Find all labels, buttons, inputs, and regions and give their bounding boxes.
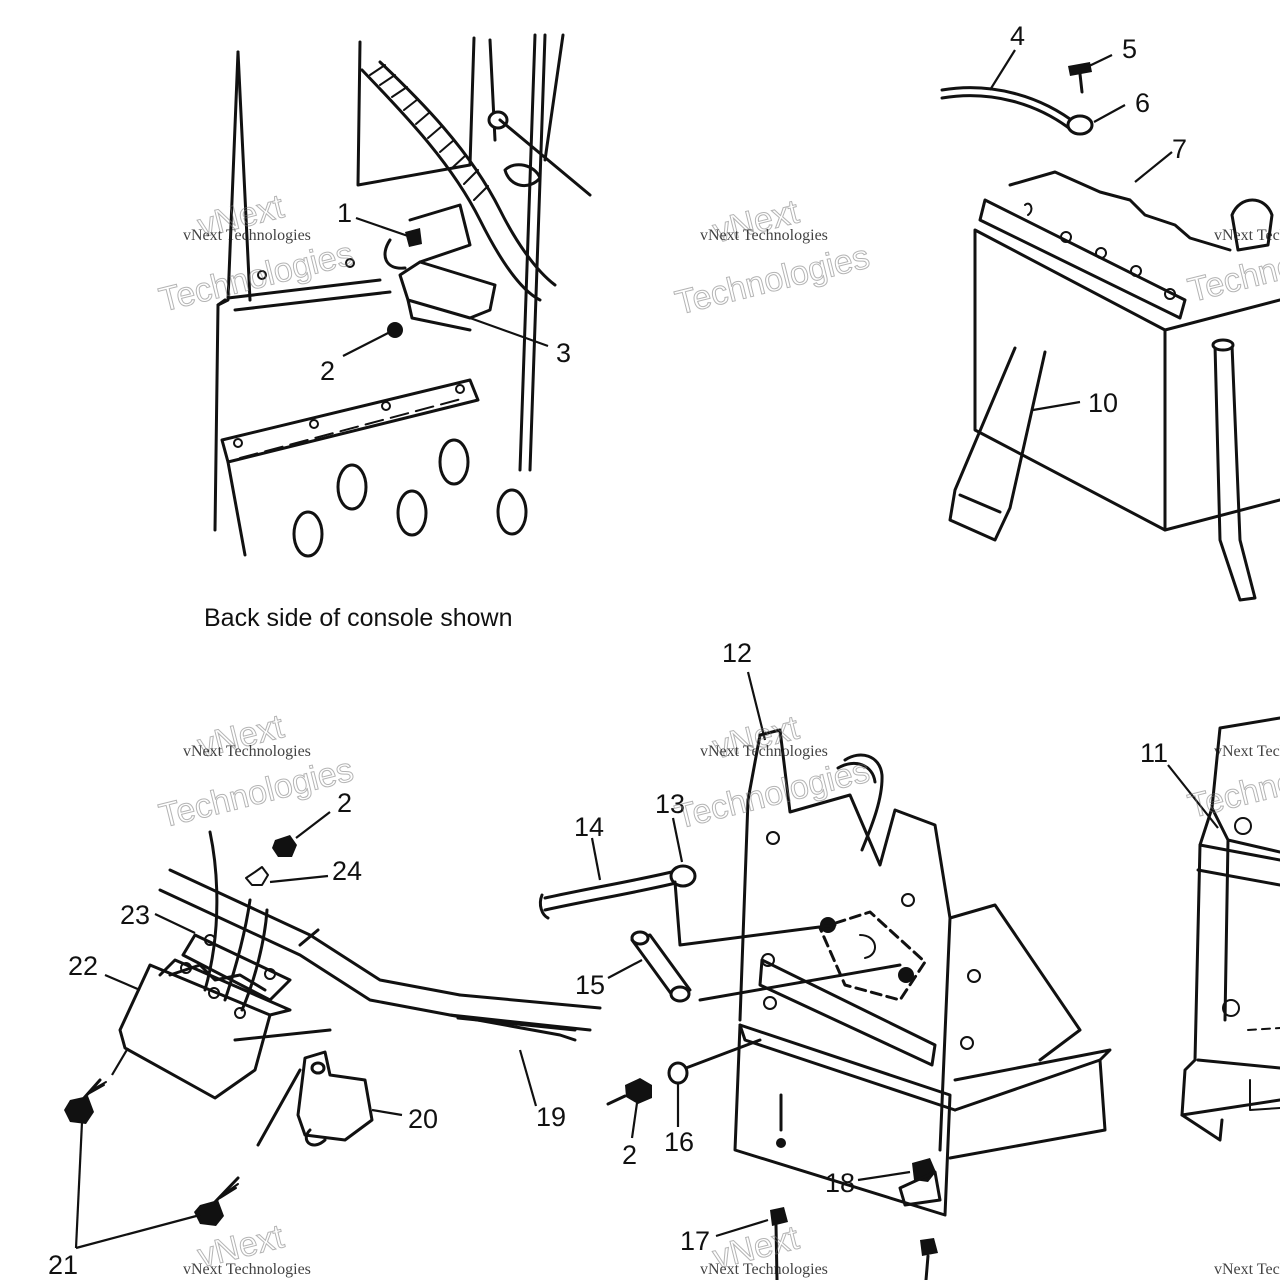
watermark-mid-center: vNext vNext Technologies Technologies: [671, 708, 874, 837]
battery-bracket-partial-drawing: [1180, 716, 1280, 1142]
svg-text:vNext Technologies: vNext Technologies: [183, 227, 311, 244]
watermark-top-right: vNext Technologies Technologies: [1184, 224, 1280, 310]
svg-text:Technologies: Technologies: [672, 238, 874, 323]
callout-1: 1: [337, 198, 352, 228]
svg-text:vNext Technologies: vNext Technologies: [1214, 743, 1280, 760]
callout-22: 22: [68, 951, 98, 981]
callout-3: 3: [556, 338, 571, 368]
svg-text:vNext Technologies: vNext Technologies: [700, 1261, 828, 1278]
watermark-bottom-center: vNext vNext Technologies: [700, 1218, 828, 1278]
callout-labels-bottom-center: 12 13 14 15 2 16 18 17: [574, 638, 855, 1256]
leader-lines-bottom-center: [590, 671, 911, 1238]
svg-text:vNext Technologies: vNext Technologies: [183, 743, 311, 760]
callout-17: 17: [680, 1226, 710, 1256]
watermark-mid-left: vNext vNext Technologies Technologies: [155, 707, 358, 836]
callout-7: 7: [1172, 134, 1187, 164]
svg-text:Technologies: Technologies: [155, 751, 357, 836]
callout-15: 15: [575, 970, 605, 1000]
callout-4: 4: [1010, 21, 1025, 51]
watermark-top-center: vNext vNext Technologies Technologies: [671, 192, 874, 323]
svg-text:vNext Technologies: vNext Technologies: [700, 227, 828, 244]
leader-lines-top-right: [989, 49, 1173, 412]
callout-2-top: 2: [320, 356, 335, 386]
regulator-harness-drawing: [64, 830, 602, 1226]
console-caption: Back side of console shown: [204, 604, 513, 632]
svg-text:vNext Technologies: vNext Technologies: [183, 1261, 311, 1278]
callout-labels-top-right: 4 5 6 7 10: [1010, 21, 1187, 418]
callout-19: 19: [536, 1102, 566, 1132]
watermarks: vNext vNext Technologies Technologies vN…: [155, 187, 1280, 1278]
callout-20: 20: [408, 1104, 438, 1134]
leader-lines-top-left: [342, 216, 549, 357]
callout-5: 5: [1122, 34, 1137, 64]
callout-labels-bottom-left: 2 24 23 22 19 20 21: [48, 788, 566, 1280]
callout-16: 16: [664, 1127, 694, 1157]
callout-2-bottom-center: 2: [622, 1140, 637, 1170]
battery-assembly-drawing: [940, 62, 1280, 602]
console-assembly-drawing: [213, 33, 592, 558]
watermark-bottom-left: vNext vNext Technologies: [183, 1217, 311, 1278]
callout-2-bottom-left: 2: [337, 788, 352, 818]
callout-labels-bottom-right: 11: [1140, 738, 1168, 768]
svg-text:vNext Technologies: vNext Technologies: [700, 743, 828, 760]
battery-box-drawing: [538, 728, 1112, 1282]
leader-lines-bottom-right: [1167, 764, 1219, 829]
callout-18: 18: [825, 1168, 855, 1198]
callout-21: 21: [48, 1250, 78, 1280]
callout-labels-top-left: 1 2 3: [320, 198, 571, 386]
watermark-mid-right: vNext Technologies Technologies: [1184, 740, 1280, 826]
callout-23: 23: [120, 900, 150, 930]
svg-text:vNext Technologies: vNext Technologies: [1214, 1261, 1280, 1278]
callout-13: 13: [655, 789, 685, 819]
leader-lines-bottom-left: [74, 811, 538, 1250]
callout-12: 12: [722, 638, 752, 668]
callout-11: 11: [1140, 738, 1168, 768]
svg-text:vNext Technologies: vNext Technologies: [1214, 227, 1280, 244]
callout-6: 6: [1135, 88, 1150, 118]
watermark-bottom-right: vNext Technologies: [1214, 1261, 1280, 1278]
svg-text:Technologies: Technologies: [672, 752, 874, 837]
callout-24: 24: [332, 856, 362, 886]
callout-14: 14: [574, 812, 604, 842]
callout-10: 10: [1088, 388, 1118, 418]
